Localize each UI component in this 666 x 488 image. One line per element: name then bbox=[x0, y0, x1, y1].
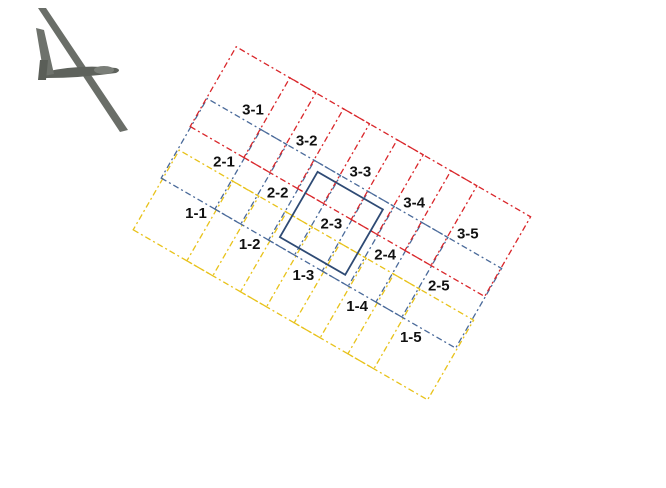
cell-label-1-5: 1-5 bbox=[400, 329, 422, 346]
cell-label-2-1: 2-1 bbox=[213, 153, 235, 170]
footprint-1-5 bbox=[347, 273, 475, 401]
cell-label-3-4: 3-4 bbox=[403, 195, 425, 212]
footprint-2-5 bbox=[375, 221, 503, 349]
cell-label-2-5: 2-5 bbox=[428, 277, 450, 294]
cell-label-2-3: 2-3 bbox=[321, 215, 343, 232]
footprint-2-3 bbox=[267, 159, 396, 287]
cell-label-1-1: 1-1 bbox=[185, 205, 207, 222]
cell-label-3-1: 3-1 bbox=[242, 102, 264, 119]
footprint-3-4 bbox=[350, 138, 478, 267]
cell-label-2-4: 2-4 bbox=[374, 246, 396, 263]
footprint-3-5 bbox=[404, 169, 532, 298]
cell-label-1-2: 1-2 bbox=[239, 236, 261, 253]
footprint-1-3 bbox=[239, 211, 368, 339]
cell-label-3-5: 3-5 bbox=[457, 226, 479, 243]
drone-uav-icon bbox=[36, 8, 128, 132]
highlighted-cell-outline bbox=[278, 170, 385, 277]
cell-label-1-3: 1-3 bbox=[293, 267, 315, 284]
cell-label-2-2: 2-2 bbox=[267, 184, 289, 201]
footprint-1-4 bbox=[293, 242, 421, 370]
cell-label-3-3: 3-3 bbox=[350, 164, 372, 181]
footprint-2-4 bbox=[321, 190, 449, 318]
footprint-1-1 bbox=[132, 149, 260, 277]
footprint-2-1 bbox=[160, 97, 288, 225]
cell-label-3-2: 3-2 bbox=[296, 133, 318, 150]
cell-label-1-4: 1-4 bbox=[346, 298, 368, 315]
footprint-3-1 bbox=[189, 45, 317, 174]
footprint-3-3 bbox=[296, 107, 425, 236]
